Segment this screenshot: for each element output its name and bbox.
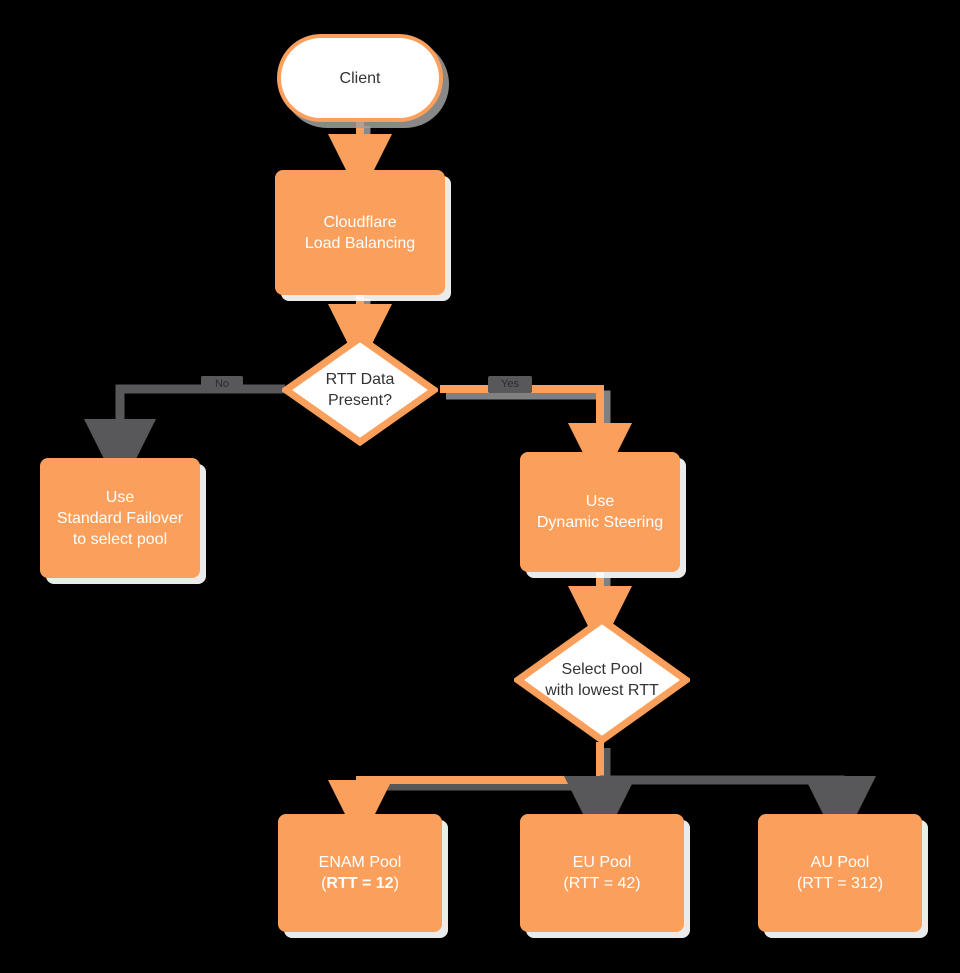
node-select-pool-lowest-rtt-label: Select Pool with lowest RTT [545,661,659,699]
node-cloudflare-load-balancing[interactable]: Cloudflare Load Balancing [275,170,445,295]
node-rtt-data-present[interactable]: RTT Data Present? [282,334,438,446]
node-dynamic-steering-label: Use Dynamic Steering [536,493,664,531]
au-rtt-prefix: ( [796,875,803,892]
node-cloudflare-load-balancing-label: Cloudflare Load Balancing [304,213,416,252]
node-dynamic-steering[interactable]: Use Dynamic Steering [520,452,680,572]
edge-label-yes: Yes [488,376,532,393]
node-standard-failover-label: Use Standard Failover to select pool [56,488,184,548]
diamond-shape [514,616,690,744]
enam-rtt-value: RTT = 12 [326,875,394,892]
edge-label-no: No [201,376,243,393]
enam-rtt-prefix: ( [321,875,327,892]
eu-rtt-suffix: ) [635,875,641,892]
node-rtt-data-present-label: RTT Data Present? [325,371,395,409]
au-rtt-value: RTT = 312 [802,875,878,892]
node-eu-pool[interactable]: EU Pool (RTT = 42) [520,814,684,932]
enam-rtt-suffix: ) [393,875,399,892]
node-enam-pool[interactable]: ENAM Pool (RTT = 12) [278,814,442,932]
diamond-shape [282,334,438,446]
node-au-pool-label: AU Pool (RTT = 312) [796,854,884,892]
edge-select-pool-to-enam [328,742,604,844]
node-client[interactable]: Client [277,34,443,122]
node-standard-failover[interactable]: Use Standard Failover to select pool [40,458,200,578]
node-eu-pool-label: EU Pool (RTT = 42) [563,854,641,892]
node-client-label: Client [339,69,381,87]
eu-rtt-value: RTT = 42 [568,875,636,892]
edge-rtt-no-to-standard-failover [84,384,285,491]
eu-rtt-prefix: ( [563,875,569,892]
au-rtt-suffix: ) [877,875,884,892]
node-au-pool[interactable]: AU Pool (RTT = 312) [758,814,922,932]
node-select-pool-lowest-rtt[interactable]: Select Pool with lowest RTT [514,616,690,744]
edge-select-pool-to-au [600,775,876,848]
node-enam-pool-label: ENAM Pool (RTT = 12) [318,854,402,892]
